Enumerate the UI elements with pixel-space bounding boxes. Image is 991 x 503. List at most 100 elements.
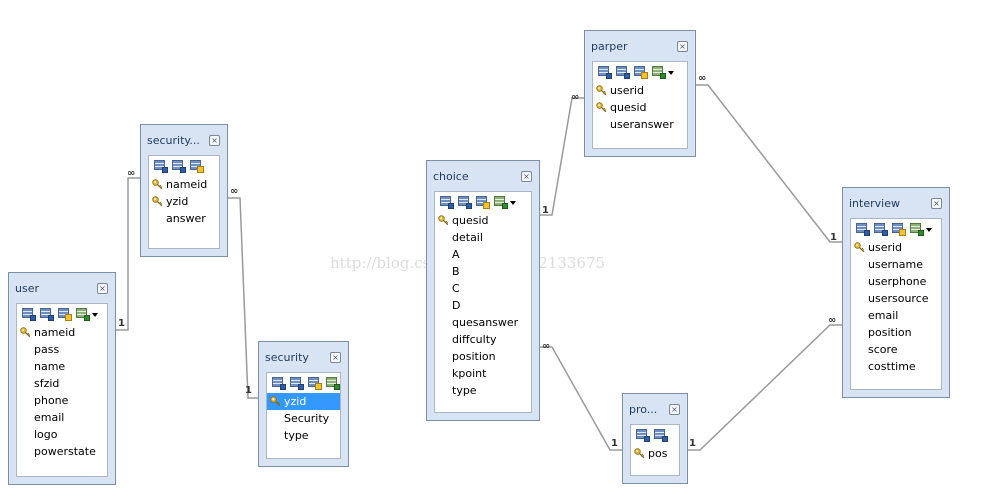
grid-view-icon[interactable]	[271, 376, 286, 390]
field-row-nameid[interactable]: nameid	[149, 176, 219, 193]
table-props-icon[interactable]	[457, 195, 472, 209]
field-name: B	[452, 265, 460, 278]
key-grid-icon[interactable]	[57, 307, 72, 321]
close-icon[interactable]: ×	[97, 283, 108, 294]
table-title[interactable]: security...	[147, 134, 200, 147]
field-row-d[interactable]: D	[435, 297, 531, 314]
field-row-quesid[interactable]: quesid	[435, 212, 531, 229]
grid-view-icon[interactable]	[153, 159, 168, 173]
chevron-down-icon[interactable]	[92, 313, 98, 317]
grid-view-icon[interactable]	[855, 222, 870, 236]
field-row-answer[interactable]: answer	[149, 210, 219, 227]
table-title[interactable]: security	[265, 351, 309, 364]
key-grid-icon[interactable]	[475, 195, 490, 209]
field-row-email[interactable]: email	[17, 409, 107, 426]
field-row-userid[interactable]: userid	[593, 82, 687, 99]
insert-field-icon[interactable]	[75, 307, 90, 321]
field-row-useranswer[interactable]: useranswer	[593, 116, 687, 133]
relationship-line-interview-parper[interactable]	[696, 84, 842, 243]
field-row-position[interactable]: position	[435, 348, 531, 365]
field-row-logo[interactable]: logo	[17, 426, 107, 443]
field-row-score[interactable]: score	[851, 341, 941, 358]
table-props-icon[interactable]	[289, 376, 304, 390]
field-name: kpoint	[452, 367, 487, 380]
field-row-kpoint[interactable]: kpoint	[435, 365, 531, 382]
relationship-line-pos-choice[interactable]	[540, 346, 622, 451]
field-row-quesid[interactable]: quesid	[593, 99, 687, 116]
field-row-powerstate[interactable]: powerstate	[17, 443, 107, 460]
table-props-icon[interactable]	[873, 222, 888, 236]
field-row-usersource[interactable]: usersource	[851, 290, 941, 307]
relationship-line-pos-interview[interactable]	[688, 324, 842, 451]
field-row-b[interactable]: B	[435, 263, 531, 280]
field-row-yzid[interactable]: yzid	[149, 193, 219, 210]
grid-view-icon[interactable]	[597, 65, 612, 79]
field-row-position[interactable]: position	[851, 324, 941, 341]
table-props-icon[interactable]	[39, 307, 54, 321]
table-title[interactable]: pro...	[629, 403, 658, 416]
table-props-icon[interactable]	[171, 159, 186, 173]
key-grid-icon[interactable]	[307, 376, 322, 390]
field-row-type[interactable]: type	[435, 382, 531, 399]
field-name: quesanswer	[452, 316, 519, 329]
insert-field-icon[interactable]	[325, 376, 340, 390]
close-icon[interactable]: ×	[521, 171, 532, 182]
field-row-sfzid[interactable]: sfzid	[17, 375, 107, 392]
table-props-icon[interactable]	[653, 428, 668, 442]
chevron-down-icon[interactable]	[668, 71, 674, 75]
field-row-username[interactable]: username	[851, 256, 941, 273]
insert-field-icon[interactable]	[651, 65, 666, 79]
grid-view-icon[interactable]	[635, 428, 650, 442]
field-row-quesanswer[interactable]: quesanswer	[435, 314, 531, 331]
grid-view-icon[interactable]	[439, 195, 454, 209]
field-row-phone[interactable]: phone	[17, 392, 107, 409]
cardinality-to-interview-parper: ∞	[698, 73, 706, 84]
key-grid-icon[interactable]	[891, 222, 906, 236]
close-icon[interactable]: ×	[330, 352, 341, 363]
field-name: pass	[34, 343, 60, 356]
field-row-pass[interactable]: pass	[17, 341, 107, 358]
close-icon[interactable]: ×	[669, 404, 680, 415]
chevron-down-icon[interactable]	[926, 228, 932, 232]
field-row-name[interactable]: name	[17, 358, 107, 375]
key-grid-icon[interactable]	[189, 159, 204, 173]
field-row-c[interactable]: C	[435, 280, 531, 297]
table-title[interactable]: interview	[849, 197, 900, 210]
relationship-line-user-security_link[interactable]	[116, 177, 140, 331]
field-row-detail[interactable]: detail	[435, 229, 531, 246]
grid-view-icon[interactable]	[21, 307, 36, 321]
insert-field-icon[interactable]	[909, 222, 924, 236]
chevron-down-icon[interactable]	[510, 201, 516, 205]
field-row-pos[interactable]: pos	[631, 445, 679, 462]
field-row-email[interactable]: email	[851, 307, 941, 324]
field-row-type[interactable]: type	[267, 427, 340, 444]
field-row-security[interactable]: Security	[267, 410, 340, 427]
close-icon[interactable]: ×	[677, 41, 688, 52]
field-row-userid[interactable]: userid	[851, 239, 941, 256]
close-icon[interactable]: ×	[209, 135, 220, 146]
primary-key-icon	[596, 85, 607, 96]
table-title[interactable]: choice	[433, 170, 469, 183]
field-row-nameid[interactable]: nameid	[17, 324, 107, 341]
table-title[interactable]: parper	[591, 40, 628, 53]
relationship-line-security-security_link[interactable]	[228, 197, 258, 399]
table-title[interactable]: user	[15, 282, 39, 295]
field-row-a[interactable]: A	[435, 246, 531, 263]
insert-field-icon[interactable]	[493, 195, 508, 209]
table-props-icon[interactable]	[615, 65, 630, 79]
field-row-costtime[interactable]: costtime	[851, 358, 941, 375]
field-row-userphone[interactable]: userphone	[851, 273, 941, 290]
close-icon[interactable]: ×	[931, 198, 942, 209]
field-row-yzid[interactable]: yzid	[267, 393, 340, 410]
relationship-line-choice-parper[interactable]	[540, 97, 584, 216]
key-grid-icon[interactable]	[633, 65, 648, 79]
table-pos[interactable]: pro... × pos	[622, 393, 688, 484]
field-row-diffculty[interactable]: diffculty	[435, 331, 531, 348]
